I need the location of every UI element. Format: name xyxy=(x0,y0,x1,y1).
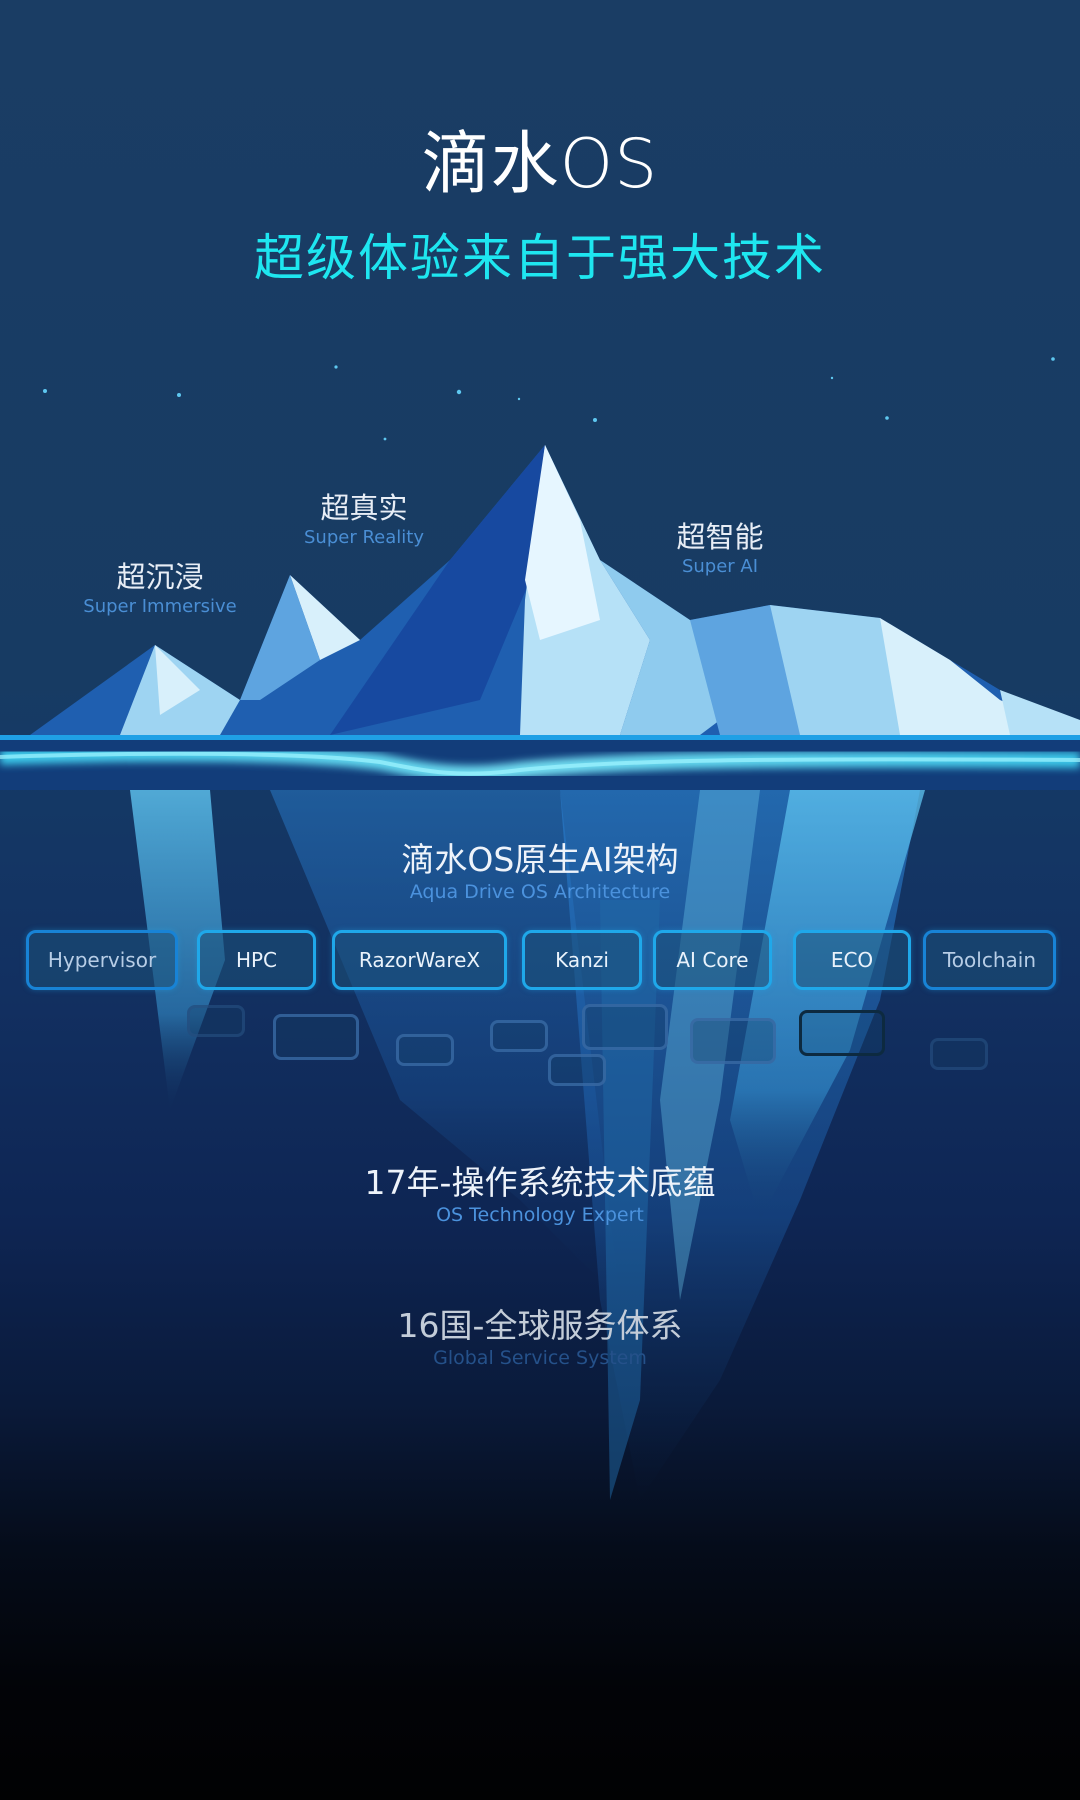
ghost-block xyxy=(273,1014,359,1060)
ghost-block xyxy=(490,1020,548,1052)
module-razorwarex: RazorWareX xyxy=(332,930,507,990)
ghost-block xyxy=(548,1054,606,1086)
stars-decoration xyxy=(43,357,1055,441)
ghost-block xyxy=(799,1010,885,1056)
peak-label-cn: 超智能 xyxy=(676,520,764,554)
peak-label-reality: 超真实 Super Reality xyxy=(264,491,464,549)
architecture-heading: 滴水OS原生AI架构 Aqua Drive OS Architecture xyxy=(0,840,1080,904)
peak-label-en: Super Reality xyxy=(304,526,424,548)
module-toolchain: Toolchain xyxy=(923,930,1056,990)
ghost-block xyxy=(396,1034,454,1066)
ghost-block xyxy=(930,1038,988,1070)
waterline xyxy=(0,735,1080,740)
ghost-block xyxy=(582,1004,668,1050)
stat-cn: 17年-操作系统技术底蕴 xyxy=(364,1163,716,1202)
page-tagline: 超级体验来自于强大技术 xyxy=(254,229,826,287)
underwater-iceberg xyxy=(130,790,925,1500)
stat-os-experience: 17年-操作系统技术底蕴 OS Technology Expert xyxy=(0,1163,1080,1227)
peak-label-cn: 超沉浸 xyxy=(116,560,204,594)
above-water-iceberg xyxy=(30,445,1080,735)
module-ai-core: AI Core xyxy=(653,930,772,990)
module-eco: ECO xyxy=(793,930,911,990)
stat-en: Global Service System xyxy=(433,1346,647,1369)
ghost-block xyxy=(690,1018,776,1064)
module-hpc: HPC xyxy=(197,930,316,990)
module-kanzi: Kanzi xyxy=(522,930,642,990)
stat-en: OS Technology Expert xyxy=(436,1203,644,1226)
architecture-subtitle: Aqua Drive OS Architecture xyxy=(409,880,671,903)
peak-label-immersive: 超沉浸 Super Immersive xyxy=(60,560,260,618)
peak-label-en: Super AI xyxy=(681,555,759,577)
peak-label-ai: 超智能 Super AI xyxy=(620,520,820,578)
peak-label-en: Super Immersive xyxy=(83,595,237,617)
stat-cn: 16国-全球服务体系 xyxy=(397,1306,683,1345)
ghost-block xyxy=(187,1005,245,1037)
architecture-title: 滴水OS原生AI架构 xyxy=(401,840,679,879)
peak-label-cn: 超真实 xyxy=(320,491,408,525)
module-hypervisor: Hypervisor xyxy=(26,930,178,990)
page-title: 滴水OS xyxy=(421,125,659,204)
stat-global-service: 16国-全球服务体系 Global Service System xyxy=(0,1306,1080,1370)
